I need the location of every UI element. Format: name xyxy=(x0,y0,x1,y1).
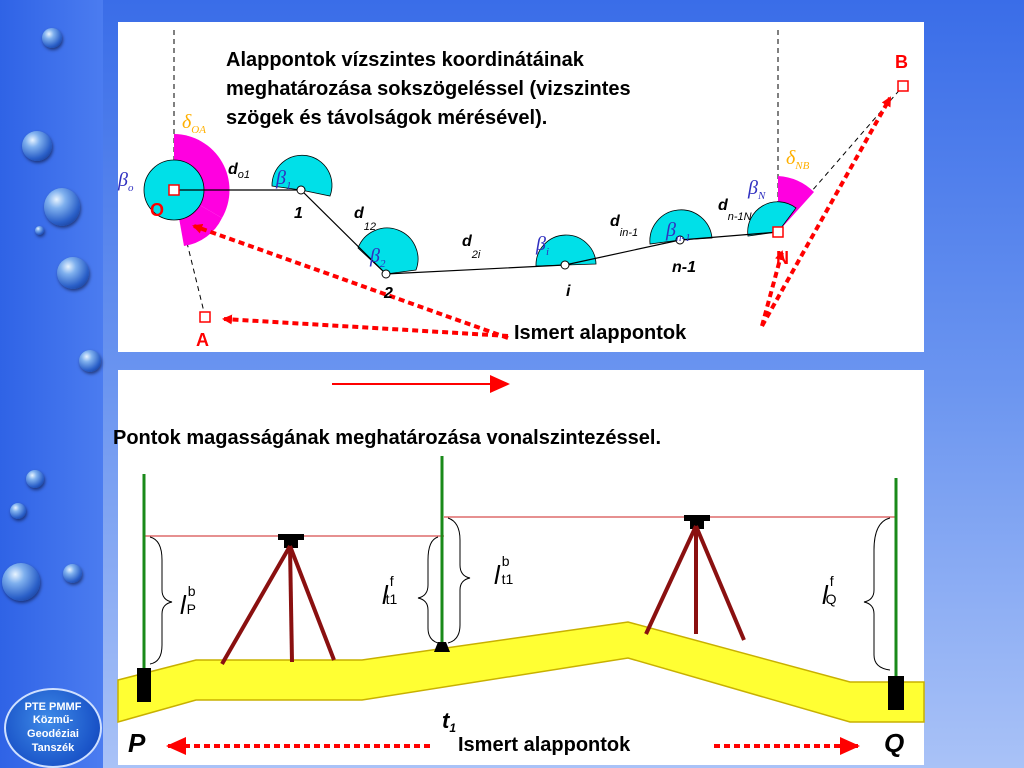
label-Q: Q xyxy=(884,728,904,758)
terrain xyxy=(117,621,925,723)
point-2 xyxy=(381,269,391,279)
known-arrow-to-O xyxy=(192,223,509,340)
title-line: meghatározása sokszögeléssel (vizszintes xyxy=(226,78,631,100)
point-i xyxy=(560,260,570,270)
known-arrow-to-B xyxy=(760,96,892,327)
benchmark-P xyxy=(137,668,151,702)
bubble-decoration xyxy=(42,28,62,48)
point-n1 xyxy=(675,235,685,245)
point-B xyxy=(897,80,909,92)
brace-lt1b xyxy=(447,517,471,644)
beta-N-angle xyxy=(747,201,797,237)
beta-i-angle xyxy=(535,234,597,267)
label-d-in1: din-1 xyxy=(610,213,638,239)
benchmark-Q xyxy=(888,676,904,710)
label-A: A xyxy=(196,330,209,350)
beta-n1-angle xyxy=(649,209,713,245)
level-instrument-2 xyxy=(644,515,746,641)
bubble-decoration xyxy=(2,563,40,601)
badge-line: Geodéziai xyxy=(27,728,79,740)
label-d-12: d12 xyxy=(354,205,376,233)
label-t1: t1 xyxy=(442,708,456,735)
bubble-decoration xyxy=(57,257,89,289)
badge-line: Tanszék xyxy=(31,741,75,754)
level-instrument-1 xyxy=(220,534,336,665)
bubble-decoration xyxy=(26,470,44,488)
department-badge: PTE PMMF Közmű- Geodéziai Tanszék xyxy=(4,688,102,768)
known-points-label-top: Ismert alappontok xyxy=(514,322,687,344)
label-beta-1: β1 xyxy=(275,167,291,192)
traverse-line xyxy=(174,189,779,275)
label-point-n1: n-1 xyxy=(672,259,696,276)
sidebar: PTE PMMF Közmű- Geodéziai Tanszék xyxy=(0,0,103,768)
brace-lP xyxy=(149,536,173,665)
label-delta-OA: δOA xyxy=(182,111,206,136)
label-d-n1N: dn-1N xyxy=(718,197,752,223)
label-beta-2: β2 xyxy=(369,245,386,270)
label-beta-0: βo xyxy=(117,169,134,194)
label-beta-i: βi xyxy=(535,233,549,258)
label-beta-n1: βn-1 xyxy=(665,219,691,244)
label-P: P xyxy=(128,728,146,758)
bubble-decoration xyxy=(79,350,101,372)
beta-1-angle xyxy=(271,154,333,197)
known-arrow-to-N xyxy=(760,250,785,327)
label-point-2: 2 xyxy=(383,285,393,302)
label-point-1: 1 xyxy=(294,205,303,222)
known-points-label-bottom: Ismert alappontok xyxy=(458,734,631,756)
bubble-decoration xyxy=(22,131,52,161)
leveling-title: Pontok magasságának meghatározása vonals… xyxy=(113,427,661,449)
bubble-decoration xyxy=(63,564,82,583)
title-line: Alappontok vízszintes koordinátáinak xyxy=(226,49,584,71)
traverse-title: Alappontok vízszintes koordinátáinak meg… xyxy=(226,46,826,133)
label-d-2i: d2i xyxy=(462,233,481,261)
point-A xyxy=(199,311,211,323)
label-d-o1: do1 xyxy=(228,161,250,181)
bubble-decoration xyxy=(35,226,44,235)
point-N xyxy=(772,226,784,238)
beta-2-angle xyxy=(357,227,419,275)
badge-line: PTE PMMF xyxy=(24,700,82,713)
label-beta-N: βN xyxy=(747,177,766,202)
point-O xyxy=(168,184,180,196)
brace-lt1f xyxy=(417,536,439,644)
label-delta-NB: δNB xyxy=(786,147,810,172)
label-B: B xyxy=(895,52,908,72)
point-1 xyxy=(296,185,306,195)
label-point-i: i xyxy=(566,283,571,300)
known-arrow-to-A xyxy=(222,314,509,338)
label-O: O xyxy=(150,200,164,220)
label-N: N xyxy=(776,248,789,268)
title-line: szögek és távolságok mérésével). xyxy=(226,107,548,129)
turning-point-plate xyxy=(434,642,450,652)
brace-lQ xyxy=(863,517,891,671)
badge-line: Közmű- xyxy=(32,714,74,727)
bubble-decoration xyxy=(10,503,26,519)
bubble-decoration xyxy=(44,188,80,226)
